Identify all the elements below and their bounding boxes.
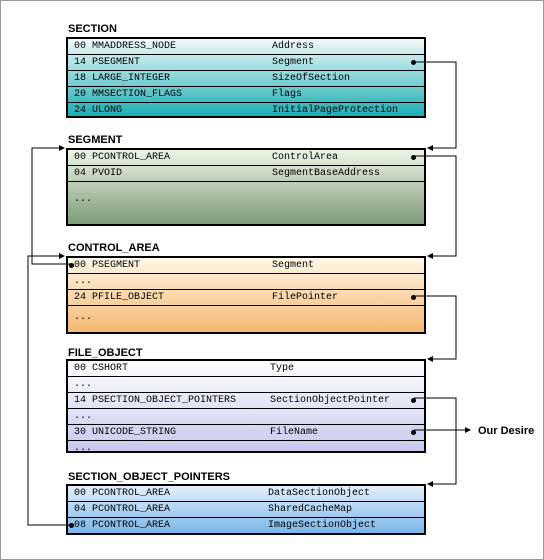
field-name: ImageSectionObject (268, 520, 377, 531)
segment-box: 00 PCONTROL_AREA ControlArea 04 PVOID Segm… (66, 148, 426, 226)
field-type: 04 PVOID (74, 168, 123, 179)
field-name: InitialPageProtection (272, 105, 399, 116)
pointer-dot (69, 263, 74, 268)
our-desire-label: Our Desire (478, 425, 535, 437)
control-area-row-segment: 00 PSEGMENT Segment (68, 258, 424, 274)
arrow-file-pointer (414, 295, 457, 362)
field-type: 00 CSHORT (74, 363, 129, 374)
field-type: 08 PCONTROL_AREA (74, 520, 171, 531)
field-type: 00 PCONTROL_AREA (74, 488, 171, 499)
section-title: SECTION (68, 23, 117, 35)
control-area-title: CONTROL_AREA (68, 242, 160, 254)
control-area-ellipsis-area: ... (68, 306, 424, 332)
arrow-segment-pointer (414, 61, 457, 151)
section-row-flags: 20 MMSECTION_FLAGS Flags (68, 87, 424, 103)
pointer-dot (411, 155, 416, 160)
field-type: 24 ULONG (74, 105, 123, 116)
segment-title: SEGMENT (68, 134, 123, 146)
field-type: 00 PCONTROL_AREA (74, 152, 171, 163)
field-name: Flags (272, 89, 303, 100)
control-area-box: 00 PSEGMENT Segment ... 24 PFILE_OBJECT Fi… (66, 256, 426, 334)
pointer-dot (411, 398, 416, 403)
field-name: Type (270, 363, 295, 374)
file-object-box: 00 CSHORT Type ... 14 PSECTION_OBJECT_POI… (66, 359, 426, 456)
field-type: 18 LARGE_INTEGER (74, 73, 171, 84)
field-type: 24 PFILE_OBJECT (74, 292, 165, 303)
pointer-dot (411, 60, 416, 65)
ellipsis: ... (74, 276, 93, 287)
field-name: ControlArea (272, 152, 339, 163)
file-object-row-type: 00 CSHORT Type (68, 361, 424, 377)
field-name: FileName (270, 427, 319, 438)
field-name: FilePointer (272, 292, 339, 303)
arrow-back-to-segment (31, 145, 70, 265)
pointer-dot (69, 523, 74, 528)
field-type: 14 PSEGMENT (74, 57, 141, 68)
arrow-section-object-pointer (414, 397, 457, 487)
control-area-row-ellipsis: ... (68, 274, 424, 290)
segment-ellipsis-area: ... (68, 182, 424, 222)
field-name: Address (272, 41, 315, 52)
field-type: 04 PCONTROL_AREA (74, 504, 171, 515)
arrow-control-area-pointer (414, 155, 457, 259)
file-object-row-section-pointer: 14 PSECTION_OBJECT_POINTERS SectionObject… (68, 393, 424, 409)
section-row-size: 18 LARGE_INTEGER SizeOfSection (68, 71, 424, 87)
field-type: 14 PSECTION_OBJECT_POINTERS (74, 395, 237, 406)
field-type: 00 MMADDRESS_NODE (74, 41, 177, 52)
section-row-protection: 24 ULONG InitialPageProtection (68, 103, 424, 118)
section-object-pointers-title: SECTION_OBJECT_POINTERS (68, 471, 230, 483)
file-object-row-ellipsis: ... (68, 377, 424, 393)
field-type: 00 PSEGMENT (74, 260, 141, 271)
section-row-segment: 14 PSEGMENT Segment (68, 55, 424, 71)
segment-row-base-address: 04 PVOID SegmentBaseAddress (68, 166, 424, 182)
section-object-pointers-box: 00 PCONTROL_AREA DataSectionObject 04 PCO… (66, 484, 426, 535)
field-name: SegmentBaseAddress (272, 168, 381, 179)
ellipsis: ... (74, 194, 93, 205)
section-box: 00 MMADDRESS_NODE Address 14 PSEGMENT Segm… (66, 37, 426, 118)
pointer-dot (411, 430, 416, 435)
arrow-back-to-control-area (27, 253, 70, 526)
pointer-dot (411, 295, 416, 300)
field-name: Segment (272, 260, 315, 271)
file-object-row-file-name: 30 UNICODE_STRING FileName (68, 425, 424, 441)
field-type: 20 MMSECTION_FLAGS (74, 89, 183, 100)
field-name: DataSectionObject (268, 488, 371, 499)
file-object-row-ellipsis: ... (68, 409, 424, 425)
section-row-address: 00 MMADDRESS_NODE Address (68, 39, 424, 55)
ellipsis: ... (74, 411, 93, 422)
file-object-row-ellipsis: ... (68, 441, 424, 456)
field-name: SharedCacheMap (268, 504, 353, 515)
ellipsis: ... (74, 379, 93, 390)
sop-row-shared-cache-map: 04 PCONTROL_AREA SharedCacheMap (68, 502, 424, 518)
field-name: SectionObjectPointer (270, 395, 391, 406)
ellipsis: ... (74, 312, 93, 323)
sop-row-data-section: 00 PCONTROL_AREA DataSectionObject (68, 486, 424, 502)
sop-row-image-section: 08 PCONTROL_AREA ImageSectionObject (68, 518, 424, 533)
file-object-title: FILE_OBJECT (68, 347, 143, 359)
control-area-row-file-pointer: 24 PFILE_OBJECT FilePointer (68, 290, 424, 306)
ellipsis: ... (74, 443, 93, 454)
field-name: SizeOfSection (272, 73, 351, 84)
segment-row-control-area: 00 PCONTROL_AREA ControlArea (68, 150, 424, 166)
field-type: 30 UNICODE_STRING (74, 427, 177, 438)
field-name: Segment (272, 57, 315, 68)
